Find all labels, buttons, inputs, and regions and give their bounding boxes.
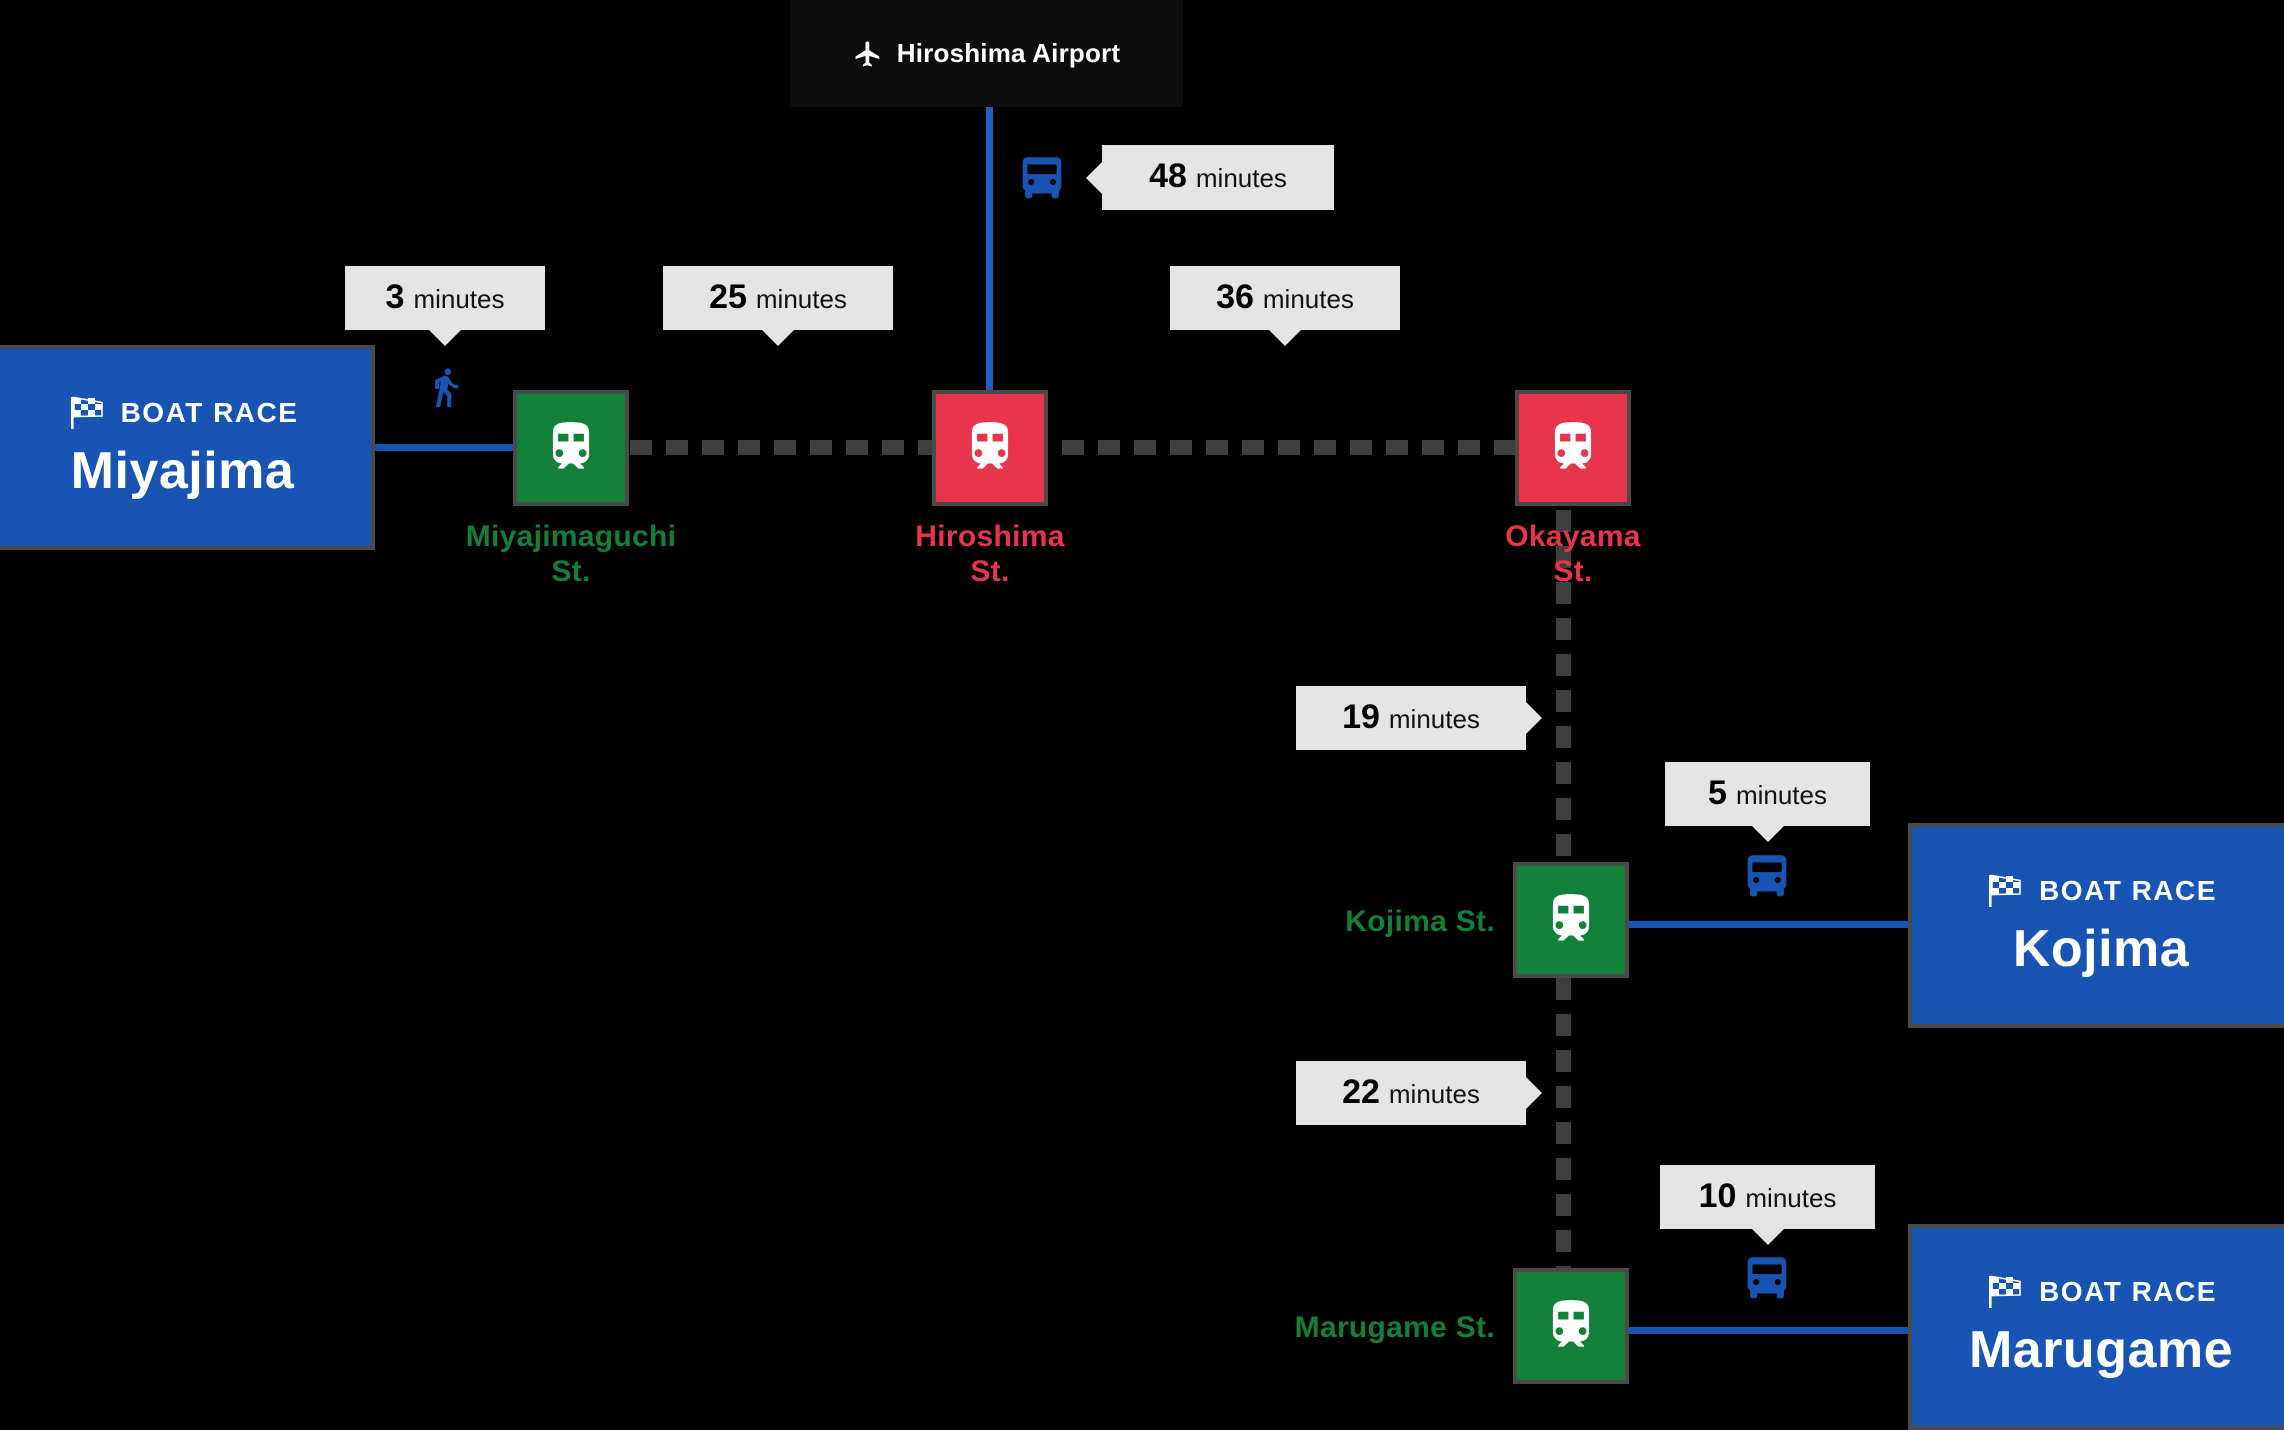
venue-panel-miyajima[interactable]: BOAT RACE Miyajima [0, 345, 375, 550]
duration-value: 10 [1698, 1177, 1737, 1215]
train-icon [1540, 1295, 1602, 1357]
bus-icon-kojima-st-to-kojima-venue [1738, 848, 1796, 911]
checkered-flag-icon [1985, 873, 2025, 909]
station-label-marugame-st: Marugame St. [1294, 1311, 1495, 1344]
bus-icon-airport-to-hiroshima [1013, 150, 1071, 213]
line-kojima-st-to-kojima-venue [1625, 921, 1915, 928]
checkered-flag-icon [1985, 1274, 2025, 1310]
duration-value: 36 [1216, 278, 1254, 316]
station-label-okayama: Okayama St. [1505, 520, 1641, 588]
venue-panel-kojima[interactable]: BOAT RACE Kojima [1908, 823, 2284, 1028]
duration-unit: minutes [755, 284, 847, 314]
duration-value: 19 [1342, 698, 1380, 736]
duration-value: 25 [709, 278, 747, 316]
duration-value: 3 [385, 278, 405, 316]
station-node-okayama[interactable] [1515, 390, 1631, 506]
airport-node[interactable]: Hiroshima Airport [790, 0, 1183, 107]
venue-name-label: Marugame [1968, 1321, 2234, 1379]
venue-name-label: Kojima [2012, 919, 2190, 978]
duration-unit: minutes [1735, 780, 1827, 810]
duration-value: 48 [1149, 157, 1187, 195]
line-marugame-st-to-marugame-venue [1625, 1327, 1915, 1334]
airport-label: Hiroshima Airport [896, 38, 1121, 68]
station-node-kojima[interactable] [1513, 862, 1629, 978]
duration-bubble-kojima-st-to-kojima-venue[interactable]: 5 minutes [1665, 762, 1870, 842]
station-node-hiroshima[interactable] [932, 390, 1048, 506]
duration-unit: minutes [1745, 1183, 1837, 1213]
train-icon [1542, 417, 1604, 479]
duration-unit: minutes [413, 284, 505, 314]
venue-name-label: Miyajima [70, 441, 295, 500]
airplane-icon [853, 39, 883, 69]
station-node-miyajimaguchi[interactable] [513, 390, 629, 506]
bus-icon-marugame-st-to-venue [1738, 1250, 1796, 1313]
duration-bubble-okayama-to-kojima[interactable]: 19 minutes [1296, 686, 1542, 750]
train-icon [1540, 889, 1602, 951]
duration-bubble-miyajima-to-miyajimaguchi[interactable]: 3 minutes [345, 266, 545, 346]
duration-bubble-airport-to-hiroshima[interactable]: 48 minutes [1086, 145, 1334, 210]
station-node-marugame[interactable] [1513, 1268, 1629, 1384]
train-icon [959, 417, 1021, 479]
venue-kicker-label: BOAT RACE [120, 396, 299, 428]
walk-icon-miyajima-to-miyajimaguchi [423, 355, 467, 424]
line-miyajima-to-miyajimaguchi [375, 444, 520, 451]
station-label-miyajimaguchi: Miyajimaguchi St. [465, 520, 677, 588]
duration-unit: minutes [1195, 163, 1287, 193]
venue-panel-marugame[interactable]: BOAT RACE Marugame [1908, 1224, 2284, 1430]
station-label-hiroshima: Hiroshima St. [915, 520, 1065, 588]
duration-bubble-marugame-st-to-venue[interactable]: 10 minutes [1660, 1165, 1875, 1245]
duration-bubble-hiroshima-to-okayama[interactable]: 36 minutes [1170, 266, 1400, 346]
duration-unit: minutes [1388, 704, 1480, 734]
duration-unit: minutes [1388, 1079, 1480, 1109]
venue-kicker-label: BOAT RACE [2039, 1276, 2217, 1307]
venue-kicker-row: BOAT RACE [1985, 1274, 2217, 1310]
station-label-kojima-st: Kojima St. [1345, 905, 1495, 938]
duration-bubble-kojima-to-marugame[interactable]: 22 minutes [1296, 1061, 1542, 1125]
duration-value: 22 [1342, 1073, 1380, 1111]
duration-bubble-miyajimaguchi-to-hiroshima[interactable]: 25 minutes [663, 266, 893, 346]
line-miyajimaguchi-to-okayama [630, 440, 1515, 455]
train-icon [540, 417, 602, 479]
venue-kicker-label: BOAT RACE [2039, 874, 2217, 906]
checkered-flag-icon [67, 395, 107, 431]
venue-kicker-row: BOAT RACE [67, 395, 299, 431]
duration-unit: minutes [1262, 284, 1354, 314]
line-airport-to-hiroshima [986, 107, 993, 452]
duration-value: 5 [1708, 774, 1727, 812]
venue-kicker-row: BOAT RACE [1985, 873, 2217, 909]
